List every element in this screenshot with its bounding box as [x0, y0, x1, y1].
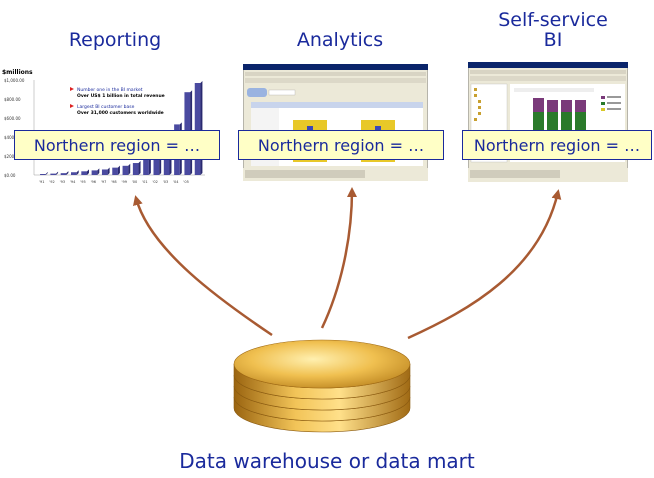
- reporting-x-tick: '98: [111, 180, 116, 184]
- reporting-bar: [194, 83, 201, 175]
- reporting-y-tick: $0.00: [4, 173, 16, 178]
- reporting-bar-side: [138, 161, 141, 175]
- reporting-bar: [143, 159, 149, 175]
- reporting-bar-side: [97, 168, 100, 175]
- label-box-self-service: Northern region = …: [462, 130, 652, 160]
- reporting-x-tick: '04: [173, 180, 179, 184]
- reporting-x-tick: '91: [39, 180, 44, 184]
- reporting-y-tick: $400.00: [4, 135, 21, 140]
- reporting-bar: [122, 165, 129, 175]
- arrow-to-self-service: [407, 189, 562, 340]
- reporting-bullet2-title: Largest BI customer base: [77, 104, 135, 110]
- heading-self-service-line2: BI: [543, 29, 563, 51]
- reporting-bar: [163, 145, 170, 175]
- reporting-x-tick: '99: [122, 180, 127, 184]
- reporting-bar: [91, 170, 98, 175]
- coin-top: [233, 339, 411, 389]
- reporting-x-tick: '96: [91, 180, 96, 184]
- reporting-bar: [101, 169, 108, 175]
- arrow-to-reporting: [132, 195, 273, 337]
- reporting-bullet1-title: Number one in the BI market: [77, 87, 143, 93]
- reporting-bar-side: [56, 171, 59, 175]
- reporting-bar: [81, 171, 87, 175]
- heading-reporting: Reporting: [68, 29, 162, 51]
- label-box-analytics: Northern region = …: [238, 130, 444, 160]
- reporting-x-tick: '95: [80, 180, 85, 184]
- reporting-bar-side: [148, 157, 151, 175]
- reporting-bar: [153, 154, 160, 175]
- reporting-x-tick: '01: [142, 180, 147, 184]
- reporting-bar: [71, 172, 77, 175]
- reporting-x-tick: '94: [70, 180, 76, 184]
- reporting-unit-label: $millions: [2, 69, 33, 76]
- reporting-x-tick: '00: [132, 180, 137, 184]
- reporting-x-tick: '05: [183, 180, 188, 184]
- reporting-bar: [112, 167, 118, 175]
- heading-self-service-bi: Self-service BI: [478, 10, 628, 50]
- arrow-to-analytics: [320, 187, 357, 329]
- reporting-y-tick: $200.00: [4, 154, 21, 159]
- reporting-bullet1-text: Over US$ 1 billion in total revenue: [77, 93, 165, 99]
- label-box-reporting: Northern region = …: [14, 130, 220, 160]
- heading-self-service-line1: Self-service: [498, 9, 608, 31]
- database-icon: [233, 339, 411, 433]
- reporting-thumbnail: $millions $1,000.00 $800.00 $600.00 $400.00…: [0, 62, 215, 190]
- reporting-bar: [60, 173, 67, 175]
- reporting-bar-side: [107, 167, 110, 175]
- reporting-bar-side: [117, 165, 120, 175]
- reporting-bar: [132, 163, 139, 175]
- reporting-bar: [50, 173, 57, 175]
- self-service-thumbnail: [468, 62, 628, 182]
- reporting-y-tick: $800.00: [4, 97, 21, 102]
- reporting-y-tick: $1,000.00: [4, 78, 25, 83]
- reporting-bar: [40, 174, 46, 175]
- caption-data-warehouse: Data warehouse or data mart: [179, 449, 475, 473]
- reporting-bar-side: [86, 169, 89, 175]
- reporting-bar-side: [45, 172, 48, 175]
- heading-analytics: Analytics: [296, 29, 384, 51]
- reporting-bar-side: [66, 171, 69, 175]
- reporting-bar-side: [76, 170, 79, 175]
- reporting-x-tick: '97: [101, 180, 106, 184]
- reporting-bar-side: [128, 163, 131, 175]
- reporting-bullet2-text: Over 31,000 customers worldwide: [77, 110, 164, 116]
- reporting-y-tick: $600.00: [4, 116, 21, 121]
- reporting-x-tick: '93: [60, 180, 65, 184]
- reporting-x-tick: '92: [49, 180, 54, 184]
- reporting-x-tick: '03: [163, 180, 168, 184]
- reporting-x-tick: '02: [152, 180, 157, 184]
